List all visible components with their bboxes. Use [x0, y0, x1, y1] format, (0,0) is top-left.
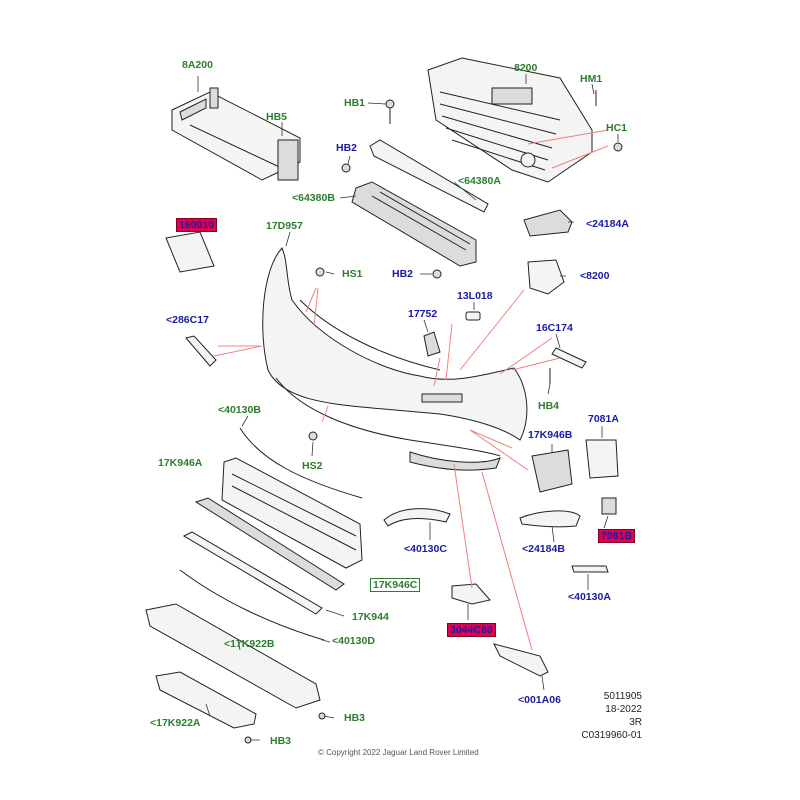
callout-17K922B[interactable]: <17K922B	[224, 638, 275, 650]
reference-line-4: C0319960-01	[581, 730, 642, 741]
part-24184A-duct	[523, 209, 573, 237]
part-17D957-bumper-cover	[262, 247, 528, 471]
callout-24184A[interactable]: <24184A	[586, 218, 629, 230]
fastener-HB1	[385, 99, 395, 124]
part-8A200-bracket	[171, 87, 301, 181]
callout-64380B[interactable]: <64380B	[292, 192, 335, 204]
callout-64380A[interactable]: <64380A	[458, 175, 501, 187]
callout-HS2[interactable]: HS2	[302, 460, 323, 472]
callout-HB5[interactable]: HB5	[266, 111, 288, 123]
fastener-HS2	[308, 431, 318, 441]
part-16C174	[551, 347, 587, 369]
callout-HS1[interactable]: HS1	[342, 268, 363, 280]
callout-40130A[interactable]: <40130A	[568, 591, 611, 603]
part-17K946B	[531, 449, 573, 493]
callout-HB2[interactable]: HB2	[336, 142, 358, 154]
part-17K946A-lower-grille	[221, 457, 363, 569]
reference-line-1: 5011905	[603, 691, 642, 702]
callout-16C174[interactable]: 16C174	[536, 322, 573, 334]
callout-17K946A[interactable]: 17K946A	[158, 457, 203, 469]
part-8200-side	[527, 259, 565, 295]
callout-8200-side[interactable]: <8200	[580, 270, 610, 282]
part-40130A	[571, 565, 609, 573]
part-40130C	[383, 508, 451, 527]
part-64380B-absorber	[351, 181, 477, 267]
part-64380A-beam	[369, 139, 489, 213]
callout-17K922A[interactable]: <17K922A	[150, 717, 201, 729]
callout-HB3[interactable]: HB3	[344, 712, 366, 724]
part-17K944-strip	[182, 531, 323, 615]
copyright-text: © Copyright 2022 Jaguar Land Rover Limit…	[318, 748, 479, 757]
callout-HB3-second[interactable]: HB3	[270, 735, 292, 747]
part-40130D-strip	[179, 569, 325, 641]
callout-HB4[interactable]: HB4	[538, 400, 560, 412]
part-17K922B-undertray	[145, 603, 321, 709]
callout-HC1[interactable]: HC1	[606, 122, 628, 134]
part-13L018	[465, 311, 481, 321]
callout-17K946C[interactable]: 17K946C	[370, 578, 421, 592]
part-17752	[423, 331, 441, 357]
callout-HM1[interactable]: HM1	[580, 73, 603, 85]
part-17K946C-strip	[194, 497, 345, 591]
fastener-HS1	[315, 267, 325, 277]
reference-block: 5011905 18-2022 3R C0319960-01	[572, 690, 642, 742]
callout-HB2-second[interactable]: HB2	[392, 268, 414, 280]
callout-24184B[interactable]: <24184B	[522, 543, 565, 555]
callout-7081B[interactable]: 7081B	[598, 529, 635, 543]
callout-001A06[interactable]: <001A06	[518, 694, 561, 706]
part-17K922A-lower-tray	[155, 671, 257, 729]
callout-8A200[interactable]: 8A200	[182, 59, 213, 71]
callout-8200-grille[interactable]: 8200	[514, 62, 538, 74]
part-001A06	[493, 643, 549, 677]
part-7081B	[601, 497, 617, 515]
callout-7081A[interactable]: 7081A	[588, 413, 619, 425]
part-286C17	[185, 335, 217, 367]
callout-40130C[interactable]: <40130C	[404, 543, 447, 555]
fastener-HB2	[341, 163, 351, 173]
part-40130B-strip	[239, 427, 363, 499]
callout-17D957[interactable]: 17D957	[266, 220, 303, 232]
reference-line-3: 3R	[629, 717, 642, 728]
callout-286C17[interactable]: <286C17	[166, 314, 209, 326]
callout-160010[interactable]: 160010	[176, 218, 218, 232]
callout-17K944[interactable]: 17K944	[352, 611, 389, 623]
part-24184B	[519, 510, 581, 528]
callout-17K946B[interactable]: 17K946B	[528, 429, 573, 441]
part-160010-plate	[165, 231, 215, 273]
callout-17752[interactable]: 17752	[408, 308, 438, 320]
fastener-HB2-second	[432, 269, 442, 279]
part-7081A	[585, 439, 619, 479]
callout-40130B[interactable]: <40130B	[218, 404, 261, 416]
part-8200-grille	[427, 57, 593, 183]
callout-40130D[interactable]: <40130D	[332, 635, 375, 647]
callout-3044C60[interactable]: 3044C60	[447, 623, 496, 637]
callout-HB1[interactable]: HB1	[344, 97, 366, 109]
part-3044C60	[451, 583, 491, 605]
fastener-HC1	[613, 142, 623, 152]
callout-13L018[interactable]: 13L018	[457, 290, 493, 302]
leader-lines	[197, 74, 619, 741]
reference-line-2: 18-2022	[605, 704, 642, 715]
